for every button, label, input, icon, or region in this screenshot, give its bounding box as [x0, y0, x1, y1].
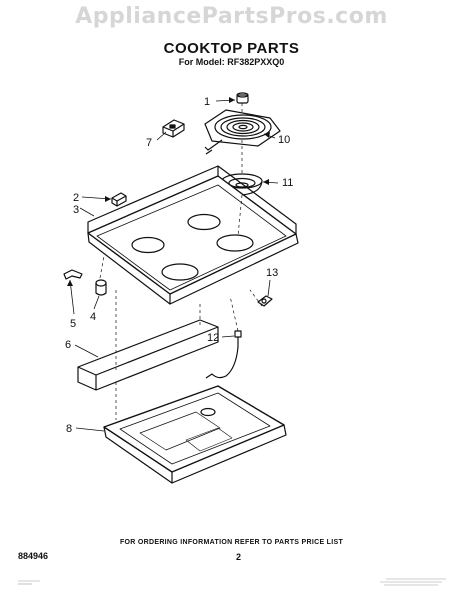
document-part-number: 884946	[18, 551, 49, 561]
callout-12: 12	[207, 332, 219, 344]
callout-8: 7	[146, 137, 152, 149]
fine-print-lines-left	[18, 580, 40, 585]
page-number: 2	[236, 552, 242, 562]
model-subtitle: For Model: RF382PXXQ0	[178, 57, 285, 67]
callout-10: 10	[278, 134, 290, 146]
part-7-knob-cap	[236, 92, 249, 104]
callout-1: 2	[73, 192, 79, 204]
assembly-guide-lines	[99, 103, 263, 420]
part-4-bracket	[63, 269, 83, 280]
watermark-text: AppliancePartsPros.com	[75, 4, 388, 29]
fine-print-lines-right	[380, 578, 446, 586]
part-1-clip	[111, 192, 127, 207]
part-5-panel	[77, 319, 219, 391]
callout-11: 11	[282, 177, 293, 189]
part-2-main-cooktop	[87, 165, 299, 305]
callout-5: 6	[65, 339, 71, 351]
callout-7: 1	[204, 96, 210, 108]
part-6-bottom-pan	[103, 385, 287, 484]
callout-2: 3	[73, 204, 79, 216]
leader-arrowheads	[67, 97, 270, 286]
fine-print-mark-right	[380, 578, 446, 589]
page-title: COOKTOP PARTS	[163, 40, 300, 57]
part-10-surface-element	[204, 109, 281, 155]
part-13-hinge	[257, 295, 273, 307]
part-3-knob	[95, 279, 107, 296]
callout-3: 4	[90, 311, 96, 323]
callout-6: 8	[66, 423, 72, 435]
ordering-note: FOR ORDERING INFORMATION REFER TO PARTS …	[119, 539, 344, 546]
fine-print-mark-left	[18, 580, 42, 587]
part-8-receptacle	[162, 119, 185, 138]
callout-labels: 1 7 10 11 2 3 13 5 4 6 12 8	[65, 96, 293, 435]
callout-4: 5	[70, 318, 76, 330]
callout-13: 13	[266, 267, 278, 279]
